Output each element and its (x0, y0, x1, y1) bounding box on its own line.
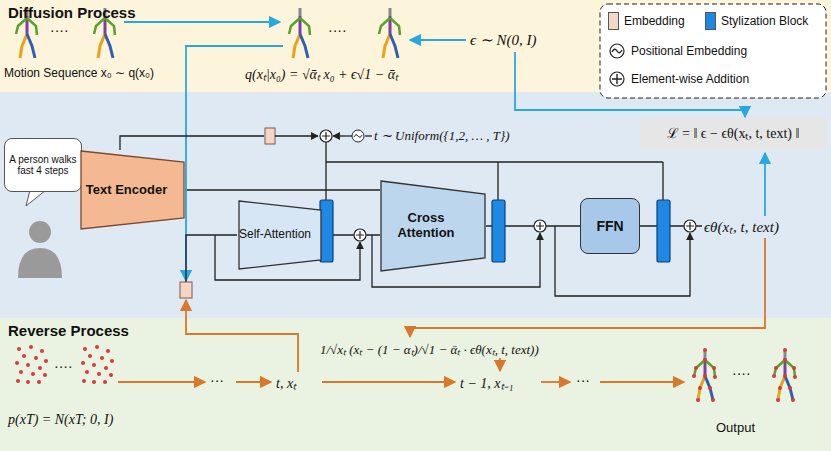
legend-text: Stylization Block (721, 14, 808, 28)
legend-entry: Positional Embedding (608, 42, 747, 60)
process-band: Reverse Process (0, 318, 831, 451)
ffn-box: FFN (580, 198, 640, 254)
ellipsis: ··· (210, 372, 224, 388)
node-text: ℒ = ‖ ϵ − ϵθ(xₜ, t, text) ‖ (667, 126, 800, 142)
legend-swatch (705, 12, 716, 30)
formula: p(xT) = N(xT; 0, I) (8, 412, 113, 428)
ellipsis: ··· (576, 372, 590, 388)
band-title: Reverse Process (8, 322, 129, 339)
formula: ϵ ∼ N(0, I) (470, 31, 537, 49)
state-label: t, xₜ (276, 373, 296, 392)
node-text: FFN (596, 218, 623, 234)
legend-swatch (608, 12, 619, 30)
output-label: Output (716, 420, 755, 435)
legend-text: Embedding (624, 14, 685, 28)
node-text: Self-Attention (239, 228, 311, 242)
node-text: Text Encoder (86, 183, 167, 198)
diffuse-arrow (124, 21, 280, 23)
text-to-embedding (120, 136, 264, 150)
legend-symbol (608, 42, 626, 60)
caption-text: Motion Sequence x₀ ∼ q(x₀) (4, 66, 154, 80)
formula: 1/√xₜ (xₜ − (1 − αₜ)/√1 − ᾱₜ · ϵθ(xₜ, t,… (320, 340, 539, 358)
positional-embedding (352, 130, 364, 142)
input-line (186, 235, 237, 282)
noise-clouds (15, 345, 114, 384)
flow-connector (185, 189, 380, 190)
attention-trapezoid: Cross Attention (380, 180, 486, 272)
output-figures (692, 348, 797, 402)
node-text: A person walks fast 4 steps (5, 154, 81, 177)
legend-entry: Embedding (608, 12, 685, 30)
formula: t ∼ Uniform({1,2, … , T}) (374, 128, 510, 144)
legend-entry: Stylization Block (705, 12, 808, 30)
node-text: Cross Attention (380, 211, 472, 241)
encoder-trapezoid: Text Encoder (80, 150, 185, 230)
formula: q(xₜ|x₀) = √ᾱₜ x₀ + ϵ√1 − ᾱₜ (245, 64, 398, 83)
legend-symbol (608, 70, 626, 88)
state-label: t − 1, xₜ₋₁ (460, 373, 513, 392)
legend-frame (600, 4, 826, 98)
model-band (0, 92, 831, 318)
ellipsis: ···· (54, 358, 73, 374)
person-icon (18, 221, 62, 278)
ellipsis: ···· (50, 22, 69, 38)
input-embedding (180, 282, 192, 298)
speech-bubble: A person walks fast 4 steps (4, 138, 82, 192)
bubble-tail (26, 190, 46, 206)
legend-text: Positional Embedding (631, 44, 747, 58)
ellipsis: ···· (732, 365, 751, 381)
reverse-band (0, 318, 831, 451)
pred-to-loss (764, 153, 766, 216)
time-embedding (265, 128, 275, 144)
noise-arrow (410, 39, 466, 41)
diffusion-band (0, 0, 831, 92)
attention-trapezoid: Self-Attention (238, 200, 322, 270)
loss-box: ℒ = ‖ ϵ − ϵθ(xₜ, t, text) ‖ (640, 118, 826, 150)
formula: ϵθ(xₜ, t, text) (704, 216, 779, 236)
condition-line (326, 142, 663, 200)
legend-text: Element-wise Addition (631, 72, 749, 86)
legend-entry: Element-wise Addition (608, 70, 749, 88)
ellipsis: ···· (328, 22, 347, 38)
band-title: Diffusion Process (8, 4, 136, 21)
